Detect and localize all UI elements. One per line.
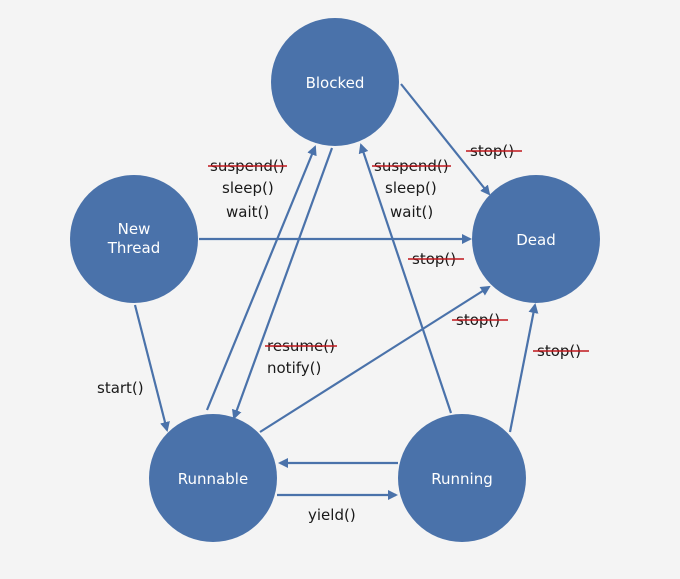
label-group-runnable-blocked: suspend() sleep() wait() xyxy=(208,157,287,221)
edges xyxy=(133,83,539,500)
label-stop-blocked-dead: stop() xyxy=(466,142,522,160)
node-new-thread-label-line2: Thread xyxy=(107,239,160,257)
edge-running-to-blocked xyxy=(358,143,453,414)
label-sleep-left: sleep() xyxy=(222,179,274,197)
node-new-thread-label-line1: New xyxy=(118,220,151,238)
node-dead: Dead xyxy=(472,175,600,303)
node-new-thread: New Thread xyxy=(70,175,198,303)
label-sleep-mid: sleep() xyxy=(385,179,437,197)
label-group-running-blocked: suspend() sleep() wait() xyxy=(372,157,451,221)
label-wait-left: wait() xyxy=(226,203,269,221)
label-start: start() xyxy=(97,379,144,397)
edge-runnable-to-blocked xyxy=(205,145,317,411)
node-runnable-label: Runnable xyxy=(178,470,248,488)
node-running: Running xyxy=(398,414,526,542)
node-running-label: Running xyxy=(431,470,492,488)
label-stop-new-dead: stop() xyxy=(408,250,464,268)
label-stop-runnable-dead: stop() xyxy=(452,311,508,329)
node-blocked: Blocked xyxy=(271,18,399,146)
edge-blocked-to-runnable xyxy=(232,147,334,420)
edge-blocked-to-dead xyxy=(400,83,491,196)
node-blocked-label: Blocked xyxy=(306,74,365,92)
edge-running-to-dead xyxy=(508,303,539,433)
edge-runnable-to-dead xyxy=(259,285,491,433)
label-stop-running-dead: stop() xyxy=(533,342,589,360)
label-yield: yield() xyxy=(308,506,356,524)
label-group-blocked-runnable: resume() notify() xyxy=(265,337,337,377)
node-runnable: Runnable xyxy=(149,414,277,542)
label-notify: notify() xyxy=(267,359,321,377)
label-wait-mid: wait() xyxy=(390,203,433,221)
node-dead-label: Dead xyxy=(516,231,556,249)
edge-new-thread-to-runnable xyxy=(133,304,170,432)
